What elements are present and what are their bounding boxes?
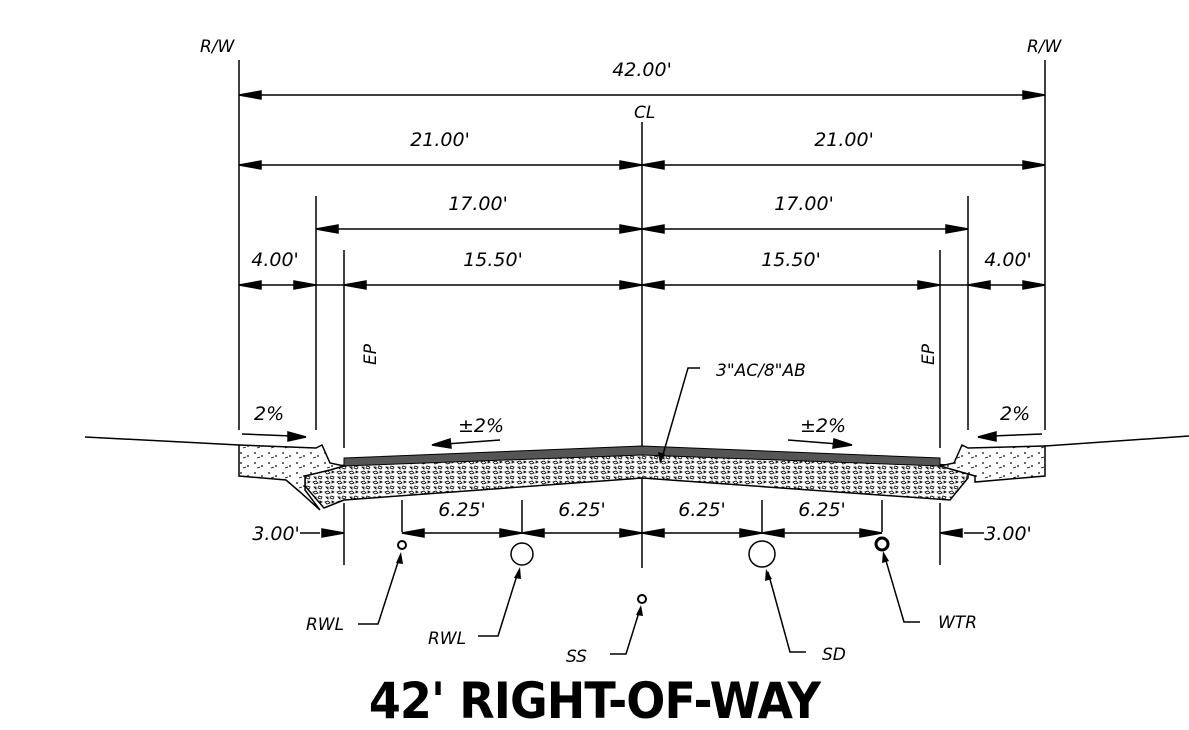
utility-ss <box>637 594 647 604</box>
dim-gutter-left: 3.00' <box>252 523 300 545</box>
dim-ep-right: 15.50' <box>761 249 821 271</box>
dim-utility-4: 6.25' <box>798 499 846 521</box>
utility-label-rwl-1: RWL <box>306 615 344 635</box>
utility-wtr <box>874 536 890 552</box>
utility-leaders <box>358 553 920 655</box>
drawing-title: 42' RIGHT-OF-WAY <box>368 672 821 730</box>
utility-label-wtr: WTR <box>938 613 977 633</box>
utility-label-sd: SD <box>822 645 846 665</box>
utility-rwl-large <box>510 542 534 566</box>
dim-ep-left: 15.50' <box>463 249 523 271</box>
existing-ground-right <box>1044 435 1189 447</box>
existing-ground-left <box>84 436 240 446</box>
slope-label-road-right: ±2% <box>800 415 846 437</box>
rw-label-left: R/W <box>200 37 236 57</box>
pavement-leader <box>661 367 700 459</box>
slope-label-parkway-right: 2% <box>1000 403 1030 425</box>
dim-parkway-right: 4.00' <box>984 249 1032 271</box>
utility-label-ss: SS <box>566 647 587 667</box>
curb-gutter-left <box>238 443 345 511</box>
dim-gutter-right: 3.00' <box>984 523 1032 545</box>
dim-utility-3: 6.25' <box>678 499 726 521</box>
dim-utility-2: 6.25' <box>558 499 606 521</box>
dim-curb-left: 17.00' <box>448 193 508 215</box>
dim-half-right: 21.00' <box>814 129 874 151</box>
slope-label-parkway-left: 2% <box>254 403 284 425</box>
slope-arrows <box>241 431 1043 449</box>
centerline-symbol: CL <box>634 103 655 123</box>
curb-gutter-right <box>939 443 1046 483</box>
utility-label-rwl-2: RWL <box>428 629 466 649</box>
dimension-lines <box>238 90 1046 565</box>
dim-utility-1: 6.25' <box>438 499 486 521</box>
ep-label-right: EP <box>919 343 939 365</box>
ep-label-left: EP <box>361 343 381 365</box>
dim-curb-right: 17.00' <box>774 193 834 215</box>
utility-rwl-small <box>397 540 407 550</box>
utility-sd <box>748 540 776 568</box>
rw-label-right: R/W <box>1027 37 1063 57</box>
pavement-section-label: 3"AC/8"AB <box>716 361 806 381</box>
dim-parkway-left: 4.00' <box>251 249 299 271</box>
slope-label-road-left: ±2% <box>458 415 504 437</box>
dim-total: 42.00' <box>612 59 672 81</box>
dim-half-left: 21.00' <box>410 129 470 151</box>
